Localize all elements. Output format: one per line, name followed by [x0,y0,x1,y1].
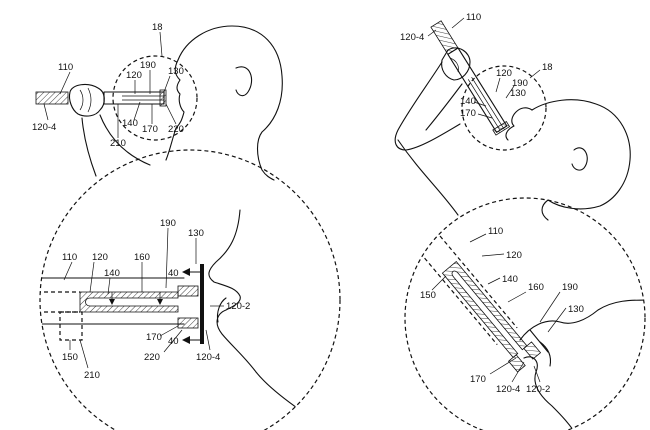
head-outline [177,25,283,181]
tool-handle [35,91,69,105]
ear [235,66,253,97]
label-120-4: 120-4 [400,32,424,43]
label-110: 110 [62,252,77,263]
labels-top-right: 110 120-4 18 120 190 130 140 170 [400,12,553,119]
labels-bottom-right: 110 120 140 150 160 190 130 170 120-4 12… [420,226,584,395]
label-140: 140 [104,268,120,279]
label-120: 120 [496,68,512,79]
label-110: 110 [466,12,481,23]
label-110: 110 [488,226,503,237]
shoulder [99,114,151,166]
label-120-4: 120-4 [32,122,56,133]
label-170: 170 [142,124,158,135]
label-220: 220 [168,124,184,135]
label-190: 190 [562,282,578,293]
label-120: 120 [506,250,522,261]
detail-circle [112,55,198,141]
face-front [165,59,185,161]
label-170: 170 [470,374,486,385]
label-40-bottom: 40 [168,336,179,347]
top-right-figure [394,17,631,221]
label-120-2: 120-2 [226,301,250,312]
label-120: 120 [126,70,142,81]
label-220: 220 [144,352,160,363]
head-right [531,99,631,221]
top-left-figure [35,25,283,181]
label-130: 130 [168,66,184,77]
label-110: 110 [58,62,73,73]
label-210: 210 [110,138,126,149]
label-150: 150 [62,352,78,363]
label-160: 160 [134,252,150,263]
detail-br-circle [404,197,646,430]
bottom-left-detail [39,149,341,430]
label-130: 130 [188,228,204,239]
label-160: 160 [528,282,544,293]
label-140: 140 [122,118,138,129]
label-18: 18 [152,22,163,33]
label-190: 190 [160,218,176,229]
label-170: 170 [460,108,476,119]
labels-bottom-left: 190 130 110 120 160 140 40 120-2 150 170… [62,218,250,381]
label-120-4: 120-4 [196,352,220,363]
labels-top-left: 110 120-4 18 190 120 130 140 170 220 210 [32,22,184,149]
detail-bl-circle [39,149,341,430]
label-210: 210 [84,370,100,381]
label-120-2: 120-2 [526,384,550,395]
label-170: 170 [146,332,162,343]
label-190: 190 [512,78,528,89]
arm-right [394,61,461,151]
label-120: 120 [92,252,108,263]
hand-right [441,47,471,81]
fist [68,83,105,117]
label-140: 140 [502,274,518,285]
label-40-top: 40 [168,268,179,279]
label-18: 18 [542,62,553,73]
detail-circle-right [461,65,547,151]
label-130: 130 [568,304,584,315]
bottom-right-detail [404,197,646,430]
label-150: 150 [420,290,436,301]
forearm [81,117,97,177]
label-190: 190 [140,60,156,71]
label-130: 130 [510,88,526,99]
label-140: 140 [460,96,476,107]
label-120-4: 120-4 [496,384,520,395]
